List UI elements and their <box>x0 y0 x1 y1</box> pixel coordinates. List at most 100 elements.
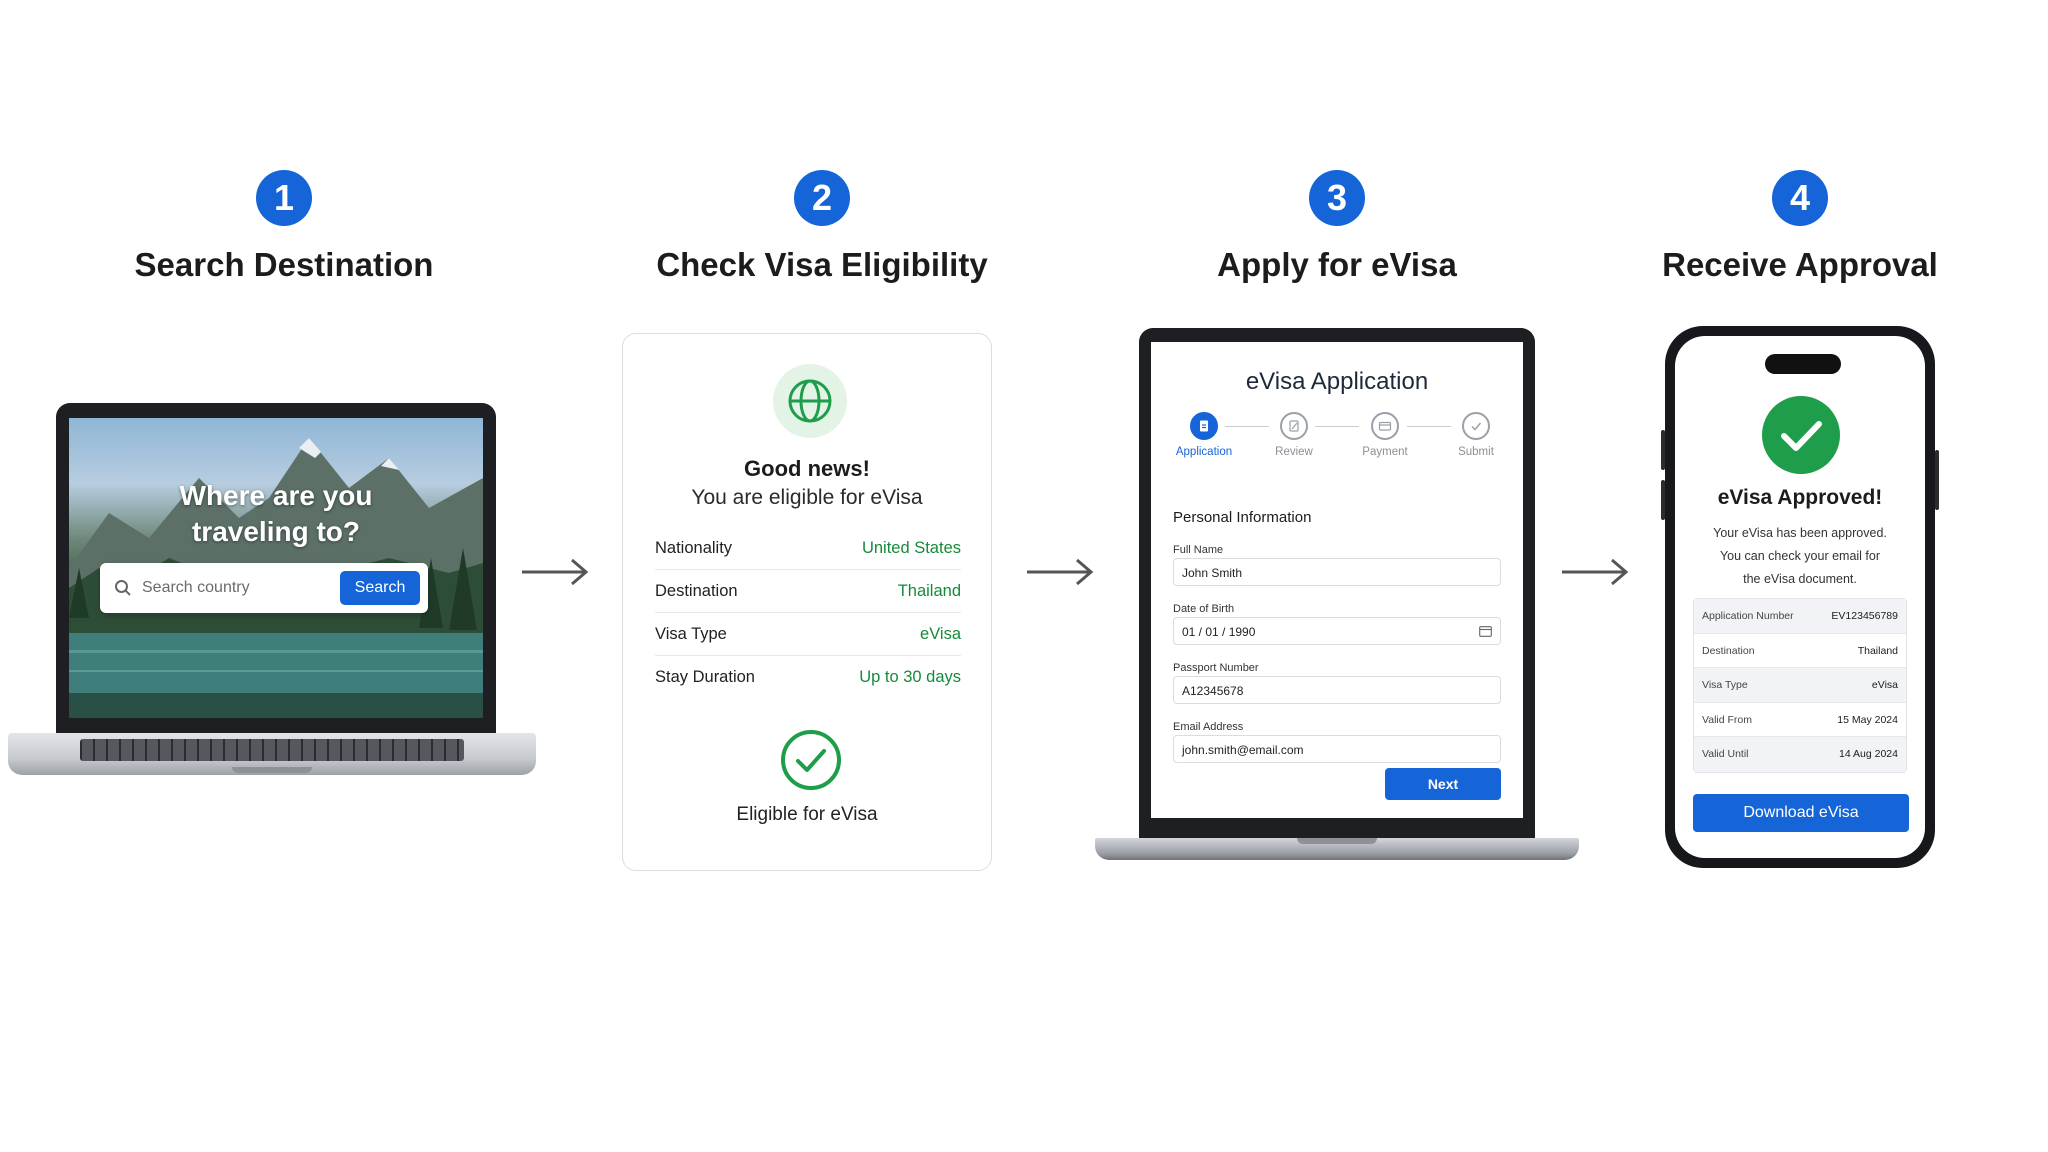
stepper-step-submit[interactable]: Submit <box>1431 412 1521 458</box>
search-button[interactable]: Search <box>340 571 420 605</box>
row-label: Destination <box>655 582 738 600</box>
laptop-screen: eVisa Application Application Review <box>1151 342 1523 818</box>
row-label: Visa Type <box>1702 679 1748 692</box>
search-bar: Search country Search <box>100 563 428 613</box>
review-icon <box>1280 412 1308 440</box>
date-of-birth-field[interactable]: 01 / 01 / 1990 <box>1173 617 1501 645</box>
table-row: Valid From 15 May 2024 <box>1694 703 1906 738</box>
checkmark-icon <box>1462 412 1490 440</box>
approval-message-line: You can check your email for <box>1719 549 1881 563</box>
approval-message-line: the eVisa document. <box>1743 572 1857 586</box>
eligibility-row: Destination Thailand <box>655 570 961 613</box>
table-row: Valid Until 14 Aug 2024 <box>1694 737 1906 772</box>
stepper-step-review[interactable]: Review <box>1249 412 1339 458</box>
stepper-connector <box>1407 426 1451 427</box>
eligibility-title: Good news! <box>744 456 870 481</box>
step-title: Check Visa Eligibility <box>656 246 988 283</box>
row-value: eVisa <box>920 625 961 643</box>
passport-number-field[interactable]: A12345678 <box>1173 676 1501 704</box>
eligibility-footer: Eligible for eVisa <box>736 804 878 825</box>
globe-badge <box>773 364 847 438</box>
approval-message: Your eVisa has been approved. You can ch… <box>1685 522 1915 591</box>
approval-message-line: Your eVisa has been approved. <box>1713 526 1887 540</box>
full-name-label: Full Name <box>1173 544 1224 556</box>
date-of-birth-value: 01 / 01 / 1990 <box>1182 625 1256 639</box>
calendar-icon[interactable] <box>1479 625 1492 637</box>
eligibility-card: Good news! You are eligible for eVisa Na… <box>622 333 992 871</box>
passport-number-label: Passport Number <box>1173 662 1259 674</box>
row-label: Nationality <box>655 539 733 557</box>
row-value: Up to 30 days <box>859 668 961 686</box>
email-address-field[interactable]: john.smith@email.com <box>1173 735 1501 763</box>
arrow-right-icon <box>1562 558 1629 586</box>
step-number-badge: 4 <box>1772 170 1828 226</box>
stepper-step-payment[interactable]: Payment <box>1340 412 1430 458</box>
application-title: eVisa Application <box>1245 368 1429 395</box>
laptop-notch <box>1297 838 1377 844</box>
row-value: Thailand <box>897 582 961 600</box>
row-value: Thailand <box>1857 644 1898 657</box>
headline-line-1: Where are you <box>179 480 373 511</box>
application-stepper: Application Review Payment Submit <box>1151 412 1523 462</box>
eligibility-subtitle: You are eligible for eVisa <box>691 486 923 509</box>
laptop-notch <box>232 767 312 773</box>
step-title: Receive Approval <box>1662 246 1938 283</box>
section-heading: Personal Information <box>1173 509 1312 526</box>
laptop-keyboard <box>80 739 464 761</box>
eligibility-row: Visa Type eVisa <box>655 613 961 656</box>
row-value: 15 May 2024 <box>1837 713 1898 726</box>
next-button[interactable]: Next <box>1385 768 1501 800</box>
search-input[interactable]: Search country <box>142 579 250 596</box>
headline-line-2: traveling to? <box>191 516 360 547</box>
row-label: Visa Type <box>655 625 727 643</box>
search-icon <box>115 580 131 596</box>
eligibility-row: Stay Duration Up to 30 days <box>655 656 961 699</box>
full-name-field[interactable]: John Smith <box>1173 558 1501 586</box>
arrow-right-icon <box>522 558 589 586</box>
phone-dynamic-island <box>1765 354 1841 374</box>
stepper-label: Application <box>1175 446 1233 458</box>
phone-side-button <box>1661 480 1665 520</box>
stepper-connector <box>1225 426 1269 427</box>
eligibility-row: Nationality United States <box>655 527 961 570</box>
phone-side-button <box>1661 430 1665 470</box>
phone-screen: eVisa Approved! Your eVisa has been appr… <box>1675 336 1925 858</box>
table-row: Visa Type eVisa <box>1694 668 1906 703</box>
document-icon <box>1190 412 1218 440</box>
phone-approval-mockup: eVisa Approved! Your eVisa has been appr… <box>1665 326 1935 868</box>
stepper-step-application[interactable]: Application <box>1159 412 1249 458</box>
step-2-header: 2 Check Visa Eligibility <box>582 170 1062 284</box>
date-of-birth-label: Date of Birth <box>1173 603 1235 615</box>
phone-side-button <box>1935 450 1939 510</box>
step-3-header: 3 Apply for eVisa <box>1097 170 1577 284</box>
row-label: Destination <box>1702 644 1755 657</box>
laptop-base <box>1095 838 1579 860</box>
row-value: EV123456789 <box>1831 610 1898 622</box>
step-title: Apply for eVisa <box>1217 246 1457 283</box>
stepper-label: Submit <box>1458 446 1494 458</box>
globe-icon <box>788 379 832 423</box>
row-value: 14 Aug 2024 <box>1839 748 1898 761</box>
download-evisa-button[interactable]: Download eVisa <box>1693 794 1909 832</box>
step-1-header: 1 Search Destination <box>44 170 524 284</box>
email-address-label: Email Address <box>1173 721 1244 733</box>
row-value: eVisa <box>1871 679 1898 692</box>
step-number-badge: 2 <box>794 170 850 226</box>
approval-details-table: Application Number EV123456789 Destinati… <box>1693 598 1907 773</box>
card-icon <box>1371 412 1399 440</box>
row-label: Stay Duration <box>655 668 755 686</box>
row-value: United States <box>861 539 961 557</box>
laptop-search-mockup: Where are you traveling to? Search count… <box>8 403 536 793</box>
arrow-right-icon <box>1027 558 1094 586</box>
table-row: Destination Thailand <box>1694 634 1906 669</box>
search-headline: Where are you traveling to? <box>69 478 483 550</box>
table-row: Application Number EV123456789 <box>1694 599 1906 634</box>
row-label: Application Number <box>1702 610 1794 622</box>
step-number-badge: 1 <box>256 170 312 226</box>
step-4-header: 4 Receive Approval <box>1560 170 2040 284</box>
check-circle-icon <box>781 730 841 790</box>
row-label: Valid From <box>1702 713 1752 726</box>
laptop-screen: Where are you traveling to? Search count… <box>69 418 483 718</box>
stepper-label: Review <box>1275 446 1313 458</box>
laptop-application-mockup: eVisa Application Application Review <box>1095 328 1579 866</box>
